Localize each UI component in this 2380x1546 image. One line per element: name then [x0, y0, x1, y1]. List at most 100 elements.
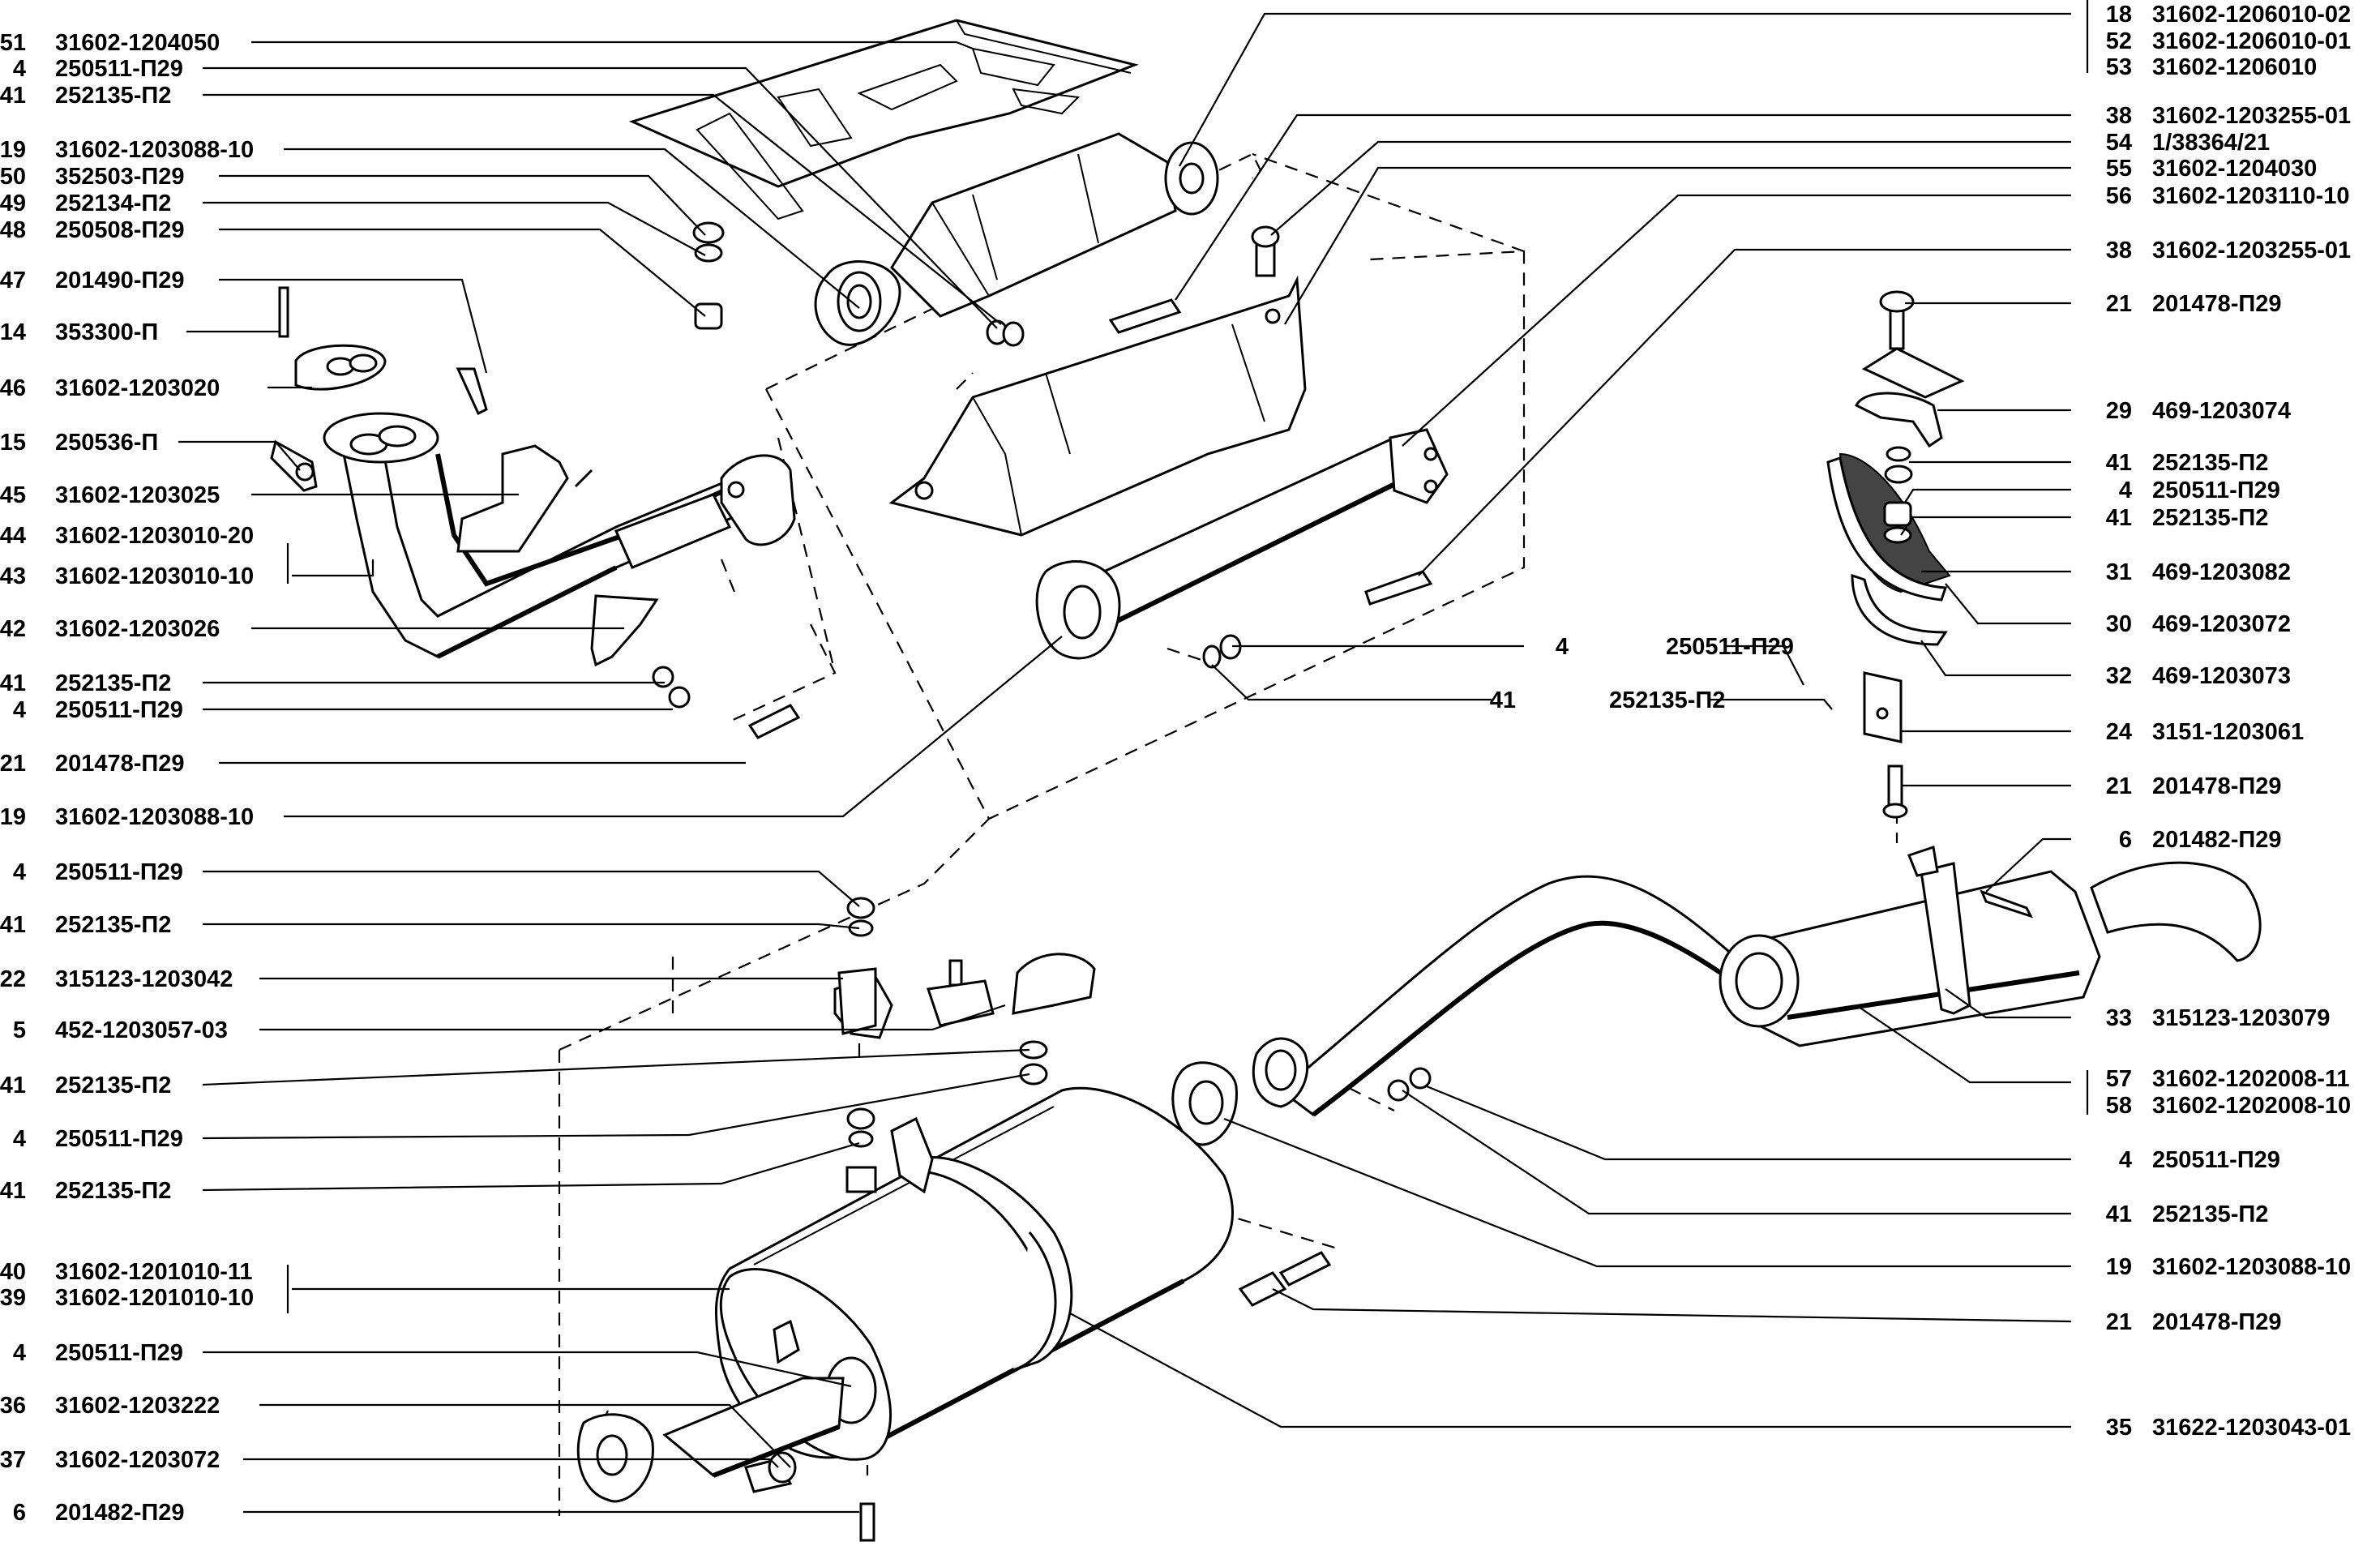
callout-number: 4 [13, 56, 26, 82]
callout-number: 4 [13, 1340, 26, 1366]
callout-number: 4 [1556, 634, 1569, 660]
callout-part-code: 250511-П29 [55, 697, 183, 723]
callout-part-code: 31602-1203255-01 [2152, 103, 2351, 129]
bracket-45 [270, 439, 659, 667]
callout-number: 37 [0, 1447, 26, 1473]
callout-part-code: 252135-П2 [55, 1073, 171, 1098]
callout-part-code: 250511-П29 [55, 56, 183, 82]
callout-part-code: 315123-1203079 [2152, 1005, 2330, 1031]
callout-part-code: 31602-1206010-01 [2152, 28, 2351, 54]
callout-part-code: 250511-П29 [2152, 478, 2280, 503]
callout-number: 53 [2106, 54, 2132, 80]
callout-number: 35 [2106, 1415, 2132, 1441]
callout-part-code: 252135-П2 [2152, 450, 2268, 476]
callout-part-code: 201478-П29 [2152, 291, 2282, 317]
callout-number: 47 [0, 268, 26, 293]
callout-number: 48 [0, 217, 26, 243]
callout-part-code: 252135-П2 [55, 912, 171, 938]
callout-number: 5 [13, 1017, 26, 1043]
callout-number: 58 [2106, 1093, 2132, 1119]
callout-number: 19 [2106, 1254, 2132, 1280]
callout-number: 40 [0, 1259, 26, 1285]
callout-number: 56 [2106, 183, 2132, 209]
callout-number: 38 [2106, 238, 2132, 263]
callout-number: 24 [2106, 719, 2132, 745]
callout-number: 51 [0, 30, 26, 56]
callout-number: 32 [2106, 663, 2132, 689]
callout-part-code: 31622-1203043-01 [2152, 1415, 2351, 1441]
callout-part-code: 469-1203073 [2152, 663, 2291, 689]
callout-number: 4 [13, 1126, 26, 1152]
callout-part-code: 250511-П29 [1666, 634, 1794, 660]
callout-part-code: 31602-1206010 [2152, 54, 2317, 80]
rear-muffler [1171, 846, 2262, 1307]
callout-part-code: 31602-1203010-10 [55, 563, 254, 589]
callout-part-code: 252135-П2 [2152, 505, 2268, 531]
callout-number: 36 [0, 1393, 26, 1419]
callout-part-code: 469-1203074 [2152, 398, 2291, 424]
callout-number: 4 [13, 859, 26, 885]
callout-number: 31 [2106, 559, 2132, 585]
callout-part-code: 315123-1203042 [55, 966, 233, 992]
callout-part-code: 250511-П29 [55, 1340, 183, 1366]
callout-part-code: 31602-1206010-02 [2152, 2, 2351, 28]
callout-number: 33 [2106, 1005, 2132, 1031]
callout-part-code: 252134-П2 [55, 191, 171, 216]
callout-number: 41 [0, 83, 26, 109]
callout-part-code: 31602-1203110-10 [2152, 183, 2350, 209]
callout-part-code: 250536-П [55, 430, 158, 456]
assembly-dash-lines [558, 152, 1898, 1516]
callout-part-code: 31602-1203255-01 [2152, 238, 2351, 263]
callout-number: 4 [13, 697, 26, 723]
callout-part-code: 31602-1203088-10 [55, 804, 254, 830]
callout-number: 42 [0, 616, 26, 642]
callout-part-code: 201482-П29 [2152, 827, 2282, 853]
callout-part-code: 252135-П2 [1609, 687, 1725, 713]
callout-part-code: 201490-П29 [55, 268, 185, 293]
intermediate-pipe-56 [1035, 428, 1449, 660]
callout-part-code: 353300-П [55, 319, 158, 345]
callout-part-code: 201482-П29 [55, 1500, 185, 1526]
callout-part-code: 252135-П2 [55, 1178, 171, 1204]
callout-number: 41 [2106, 505, 2132, 531]
callout-number: 15 [0, 430, 26, 456]
leader-lines [178, 0, 2089, 1514]
callout-number: 41 [0, 912, 26, 938]
callout-part-code: 250511-П29 [55, 859, 183, 885]
callout-part-code: 31602-1203026 [55, 616, 220, 642]
callout-number: 55 [2106, 156, 2132, 182]
callout-number: 21 [2106, 291, 2132, 317]
callout-number: 19 [0, 804, 26, 830]
callout-number: 41 [2106, 1201, 2132, 1227]
callout-part-code: 452-1203057-03 [55, 1017, 228, 1043]
callout-number: 41 [0, 1073, 26, 1098]
callout-part-code: 469-1203072 [2152, 611, 2291, 637]
callout-part-code: 3151-1203061 [2152, 719, 2304, 745]
callout-number: 57 [2106, 1066, 2132, 1092]
callout-number: 6 [13, 1500, 26, 1526]
callout-number: 46 [0, 375, 26, 401]
callout-part-code: 31602-1203222 [55, 1393, 220, 1419]
heat-shield-51 [628, 19, 1139, 221]
callout-part-code: 31602-1203088-10 [55, 137, 254, 163]
callout-part-code: 250508-П29 [55, 217, 185, 243]
callout-part-code: 1/38364/21 [2152, 130, 2270, 156]
callout-number: 41 [0, 670, 26, 696]
callout-part-code: 31602-1203072 [55, 1447, 220, 1473]
callout-part-code: 469-1203082 [2152, 559, 2291, 585]
callout-number: 30 [2106, 611, 2132, 637]
callout-part-code: 31602-1202008-10 [2152, 1093, 2351, 1119]
callout-number: 4 [2119, 478, 2132, 503]
hanger-assembly [1826, 290, 1965, 819]
front-exhaust-pipe [278, 286, 796, 659]
fasteners-front [652, 221, 1433, 739]
callout-number: 39 [0, 1285, 26, 1311]
callout-part-code: 252135-П2 [2152, 1201, 2268, 1227]
callout-part-code: 250511-П29 [55, 1126, 183, 1152]
callout-number: 52 [2106, 28, 2132, 54]
callout-part-code: 250511-П29 [2152, 1147, 2280, 1173]
callout-number: 41 [0, 1178, 26, 1204]
callout-number: 4 [2119, 1147, 2132, 1173]
